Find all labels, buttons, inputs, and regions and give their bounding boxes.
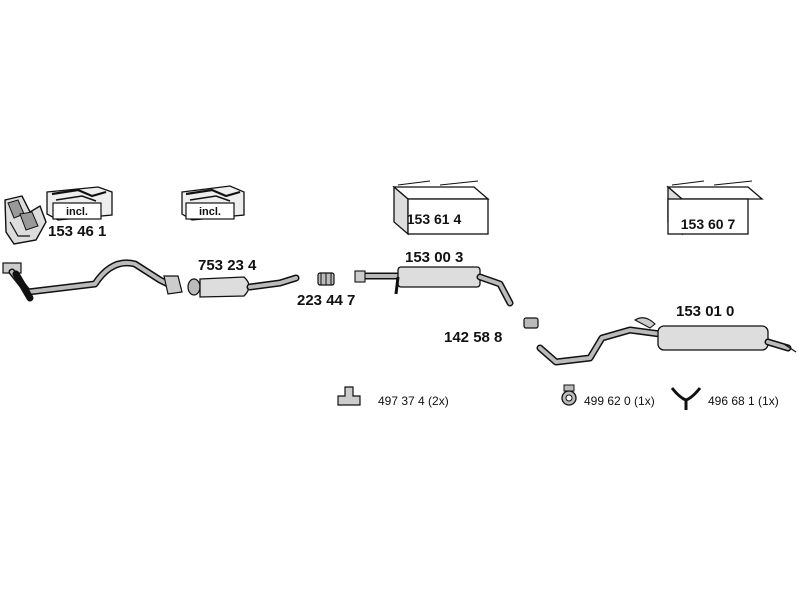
part-box-1: 153 61 4 [392, 180, 490, 236]
kit-box-2: incl. [181, 185, 245, 221]
part-box-2: 153 60 7 [666, 180, 764, 236]
hardware-label-1: 497 37 4 (2x) [378, 394, 449, 408]
rear-silencer [536, 317, 797, 366]
manifold-label: 153 46 1 [48, 223, 106, 240]
catalyst-label: 753 23 4 [198, 257, 257, 274]
hardware-label-2: 499 62 0 (1x) [584, 394, 655, 408]
clamp-2 [523, 317, 539, 329]
clamp [317, 272, 335, 286]
hardware-label-3: 496 68 1 (1x) [708, 394, 779, 408]
box-label-1: 153 61 4 [407, 211, 462, 227]
kit-box-1: incl. [46, 186, 113, 221]
box-label-2: 153 60 7 [681, 216, 736, 232]
rubber-ring-icon [561, 384, 577, 406]
manifold-icon [4, 195, 47, 245]
front-pipe [2, 259, 183, 302]
clamp2-label: 142 58 8 [444, 329, 502, 346]
catalytic-converter [187, 274, 300, 298]
middle-silencer-label: 153 00 3 [405, 249, 463, 266]
kit-label-1: incl. [66, 206, 88, 218]
clamp-label: 223 44 7 [297, 292, 355, 309]
kit-label-2: incl. [199, 206, 221, 218]
rear-silencer-label: 153 01 0 [676, 303, 734, 320]
middle-silencer [354, 266, 514, 307]
bracket-icon [337, 386, 361, 406]
y-hanger-icon [670, 387, 702, 410]
